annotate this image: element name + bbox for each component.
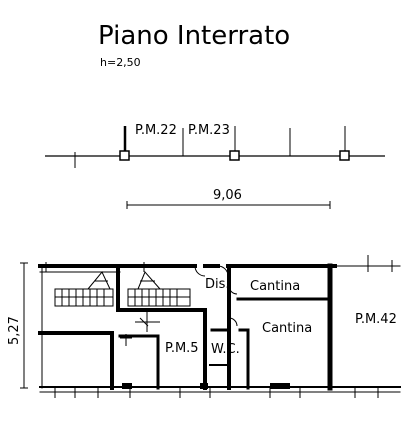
room-label-cantina-large: Cantina: [262, 321, 312, 336]
staircase-right: [127, 271, 191, 307]
plan-title: Piano Interrato: [98, 21, 290, 51]
foundation-hatch: [45, 255, 393, 398]
staircase-left: [54, 271, 114, 307]
height-dimension-line: [20, 262, 28, 389]
height-note: h=2,50: [100, 56, 141, 69]
height-dimension-label: 5,27: [7, 316, 22, 345]
room-label-pm42: P.M.42: [355, 312, 397, 327]
room-label-dis: Dis.: [205, 277, 230, 292]
wall-fill-blocks: [122, 383, 290, 389]
room-label-wc: W.C.: [211, 342, 240, 357]
parcel-label-pm22: P.M.22: [135, 123, 177, 138]
room-label-cantina-small: Cantina: [250, 279, 300, 294]
site-boundary-line: [45, 126, 385, 168]
width-dimension-label: 9,06: [213, 188, 242, 203]
parcel-label-pm23: P.M.23: [188, 123, 230, 138]
door-symbols: [120, 265, 238, 346]
building-walls: [38, 263, 401, 393]
width-dimension-line: [126, 201, 331, 209]
room-label-pm5: P.M.5: [165, 341, 199, 356]
